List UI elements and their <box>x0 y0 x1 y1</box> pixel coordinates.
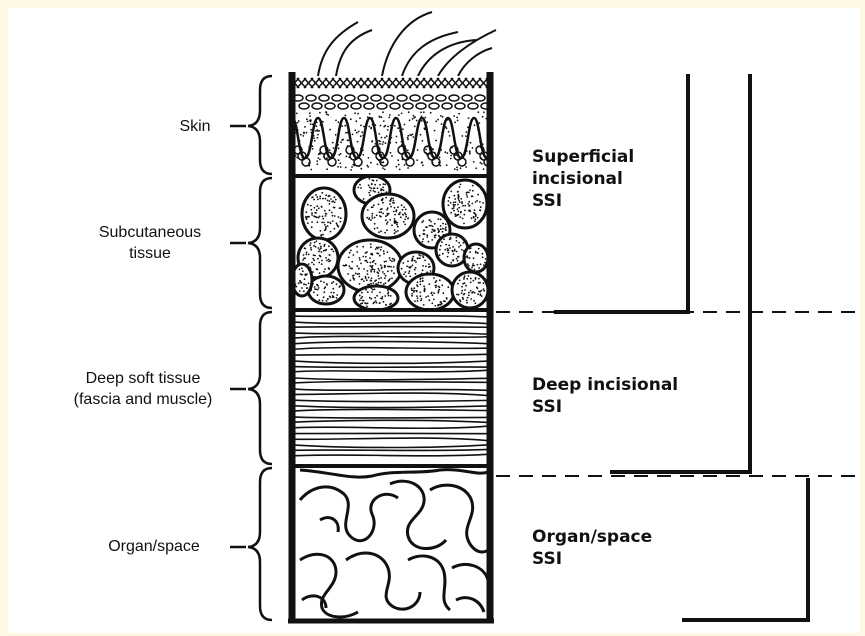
label-skin: Skin <box>150 116 240 137</box>
hair-group <box>318 12 496 76</box>
subcutaneous-layer <box>292 176 488 310</box>
muscle-layer <box>290 312 492 464</box>
skin-layer <box>290 76 502 174</box>
organ-layer <box>292 468 490 620</box>
label-organ-space: Organ/space <box>84 536 224 557</box>
label-deep-soft-tissue: Deep soft tissue(fascia and muscle) <box>50 368 236 410</box>
layer-braces <box>230 76 272 620</box>
